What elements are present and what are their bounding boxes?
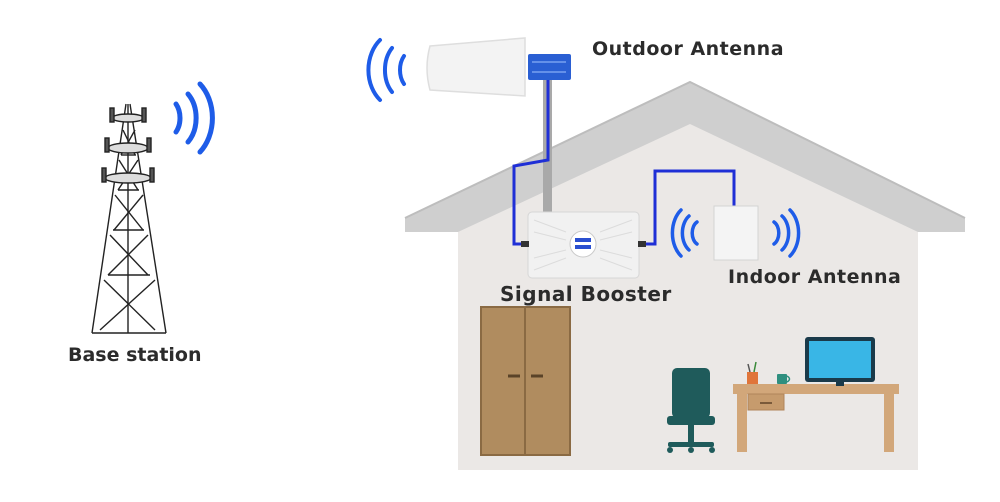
tower-signal-waves xyxy=(173,81,215,155)
outdoor-signal-waves xyxy=(366,38,406,102)
antenna-bracket xyxy=(528,54,571,80)
house-roof xyxy=(405,82,965,232)
cell-tower-icon xyxy=(91,103,167,334)
chair-icon xyxy=(667,368,715,453)
indoor-antenna-label: Indoor Antenna xyxy=(728,266,902,288)
indoor-signal-waves xyxy=(670,208,801,258)
outdoor-antenna xyxy=(426,37,571,97)
pen-holder-icon xyxy=(747,361,758,384)
signal-booster xyxy=(521,211,646,279)
yagi-antenna-icon xyxy=(426,37,526,97)
mug-icon xyxy=(777,374,791,384)
booster-display xyxy=(569,230,597,258)
wardrobe-icon xyxy=(480,306,571,456)
indoor-antenna xyxy=(713,205,759,261)
desk-icon xyxy=(733,384,899,452)
house xyxy=(404,80,966,470)
coax-cable xyxy=(512,72,736,246)
monitor-icon xyxy=(805,337,875,386)
indoor-antenna-icon xyxy=(713,205,759,261)
outdoor-antenna-label: Outdoor Antenna xyxy=(592,38,785,60)
base-station-label: Base station xyxy=(68,344,202,366)
signal-booster-label: Signal Booster xyxy=(500,282,672,306)
house-wall xyxy=(458,120,918,470)
